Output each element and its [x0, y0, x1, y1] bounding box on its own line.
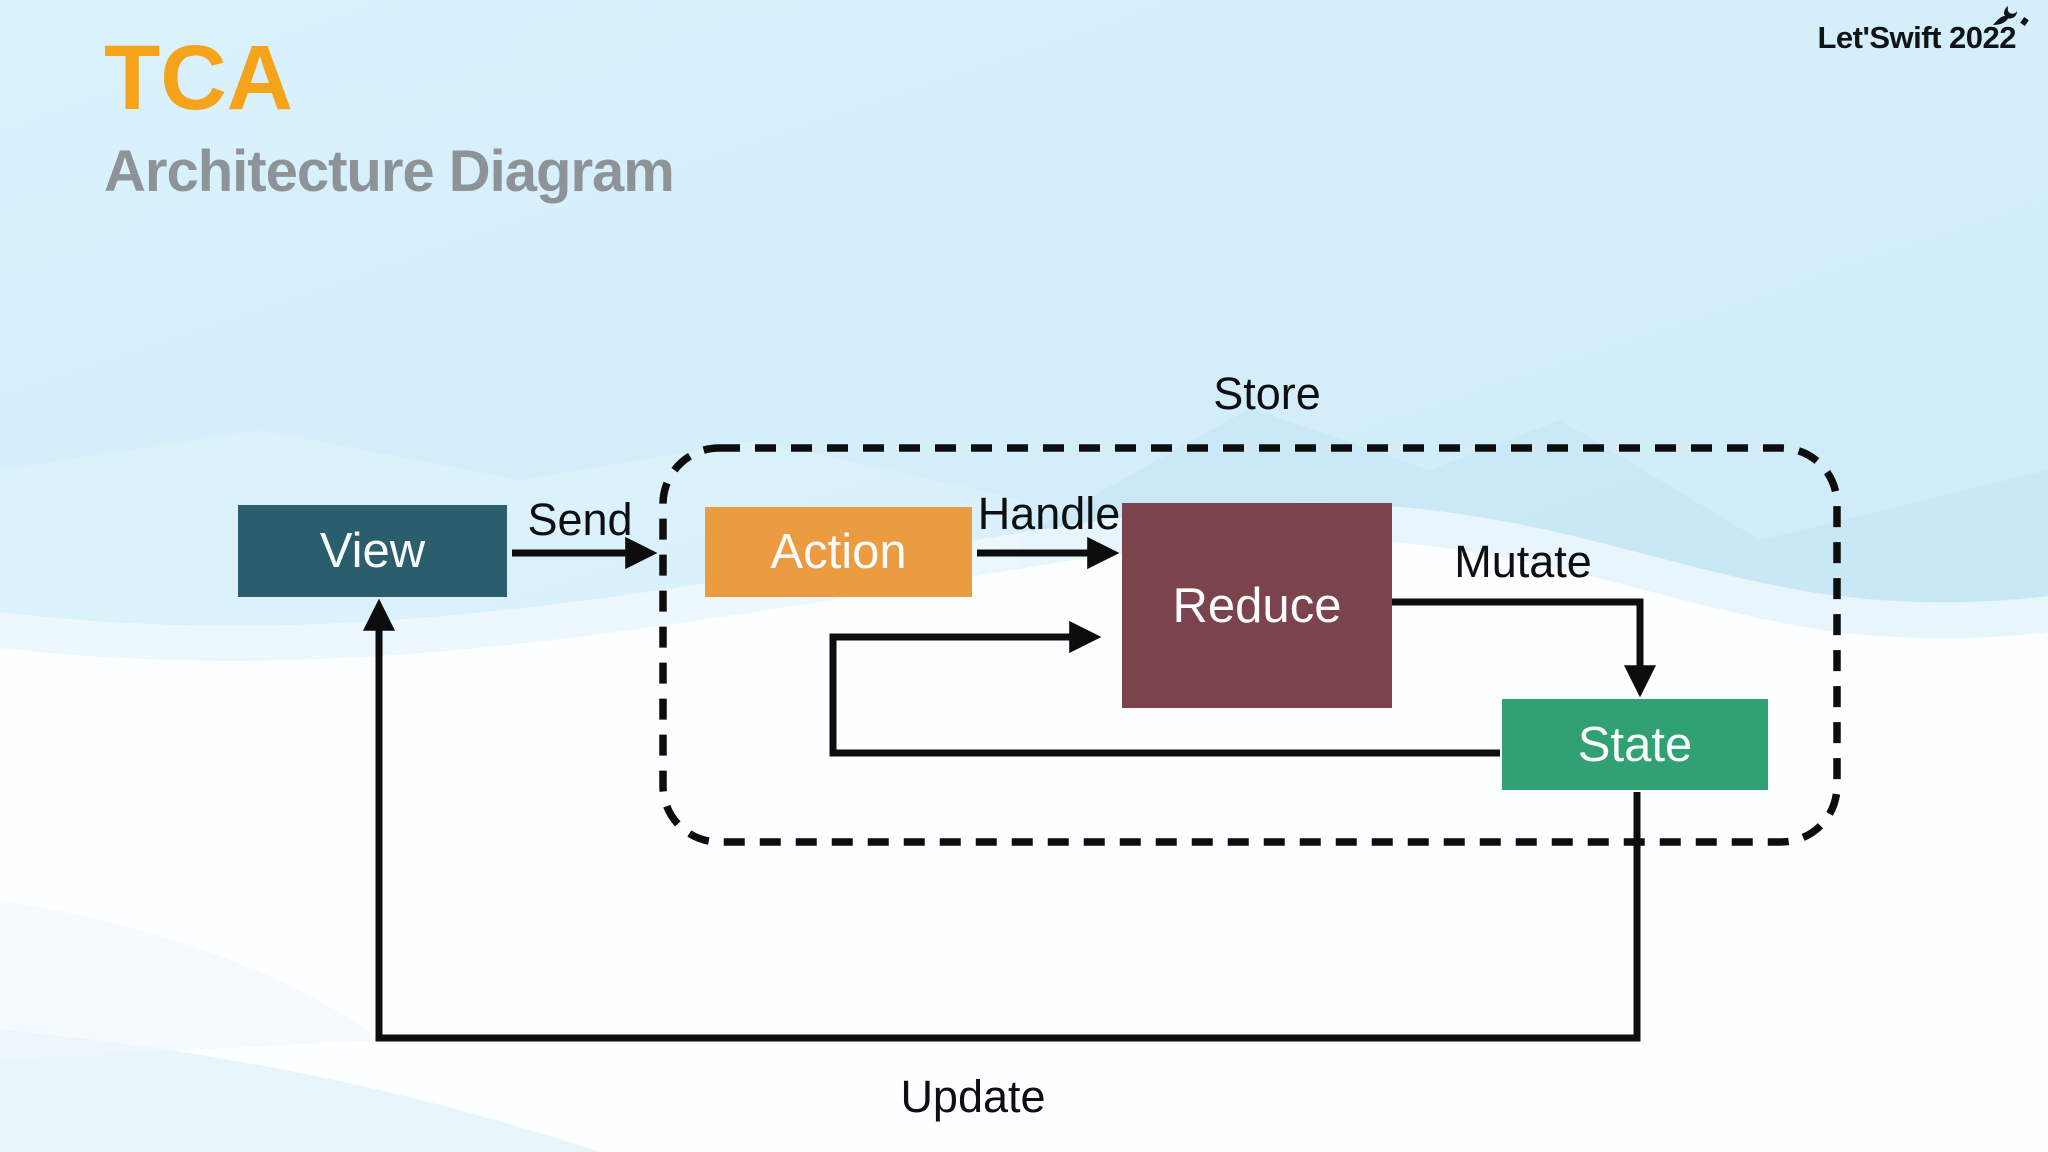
edge-label-mutate: Mutate: [1454, 536, 1592, 587]
node-view-label: View: [319, 524, 426, 578]
node-reduce-label: Reduce: [1172, 578, 1342, 633]
node-action-label: Action: [770, 525, 907, 579]
swift-bird-icon: [1993, 6, 2017, 25]
event-logo-text: Let'Swift 2022: [1817, 20, 2017, 55]
node-action: Action: [705, 507, 972, 597]
node-state: State: [1502, 699, 1768, 790]
edge-label-update: Update: [900, 1071, 1046, 1122]
page-title: TCA: [104, 27, 294, 129]
page-subtitle: Architecture Diagram: [104, 139, 675, 204]
edge-label-send: Send: [527, 494, 633, 545]
event-logo: Let'Swift 2022: [1817, 6, 2029, 56]
node-state-label: State: [1577, 717, 1693, 772]
edge-label-handle: Handle: [977, 488, 1121, 539]
store-label: Store: [1213, 368, 1321, 419]
node-reduce: Reduce: [1122, 503, 1392, 708]
node-view: View: [238, 505, 507, 597]
